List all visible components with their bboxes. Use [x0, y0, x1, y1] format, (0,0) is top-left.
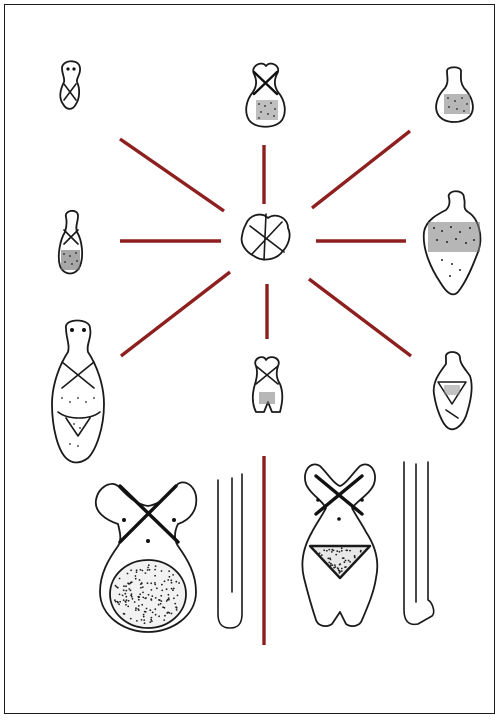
figurine-wide-dotted-icon	[424, 191, 481, 294]
ray-lower-left	[121, 272, 230, 356]
figurine-torso-dotted-icon	[436, 67, 473, 122]
figurine-tall-decorated-icon	[52, 321, 104, 463]
ray-lower-right	[309, 279, 411, 356]
figurine-crossed-chest-icon	[246, 64, 285, 127]
ray-upper-left	[120, 139, 224, 211]
figurine-crossed-legs-icon	[253, 357, 282, 412]
figurine-drawing-front-icon	[96, 482, 197, 632]
figurine-drawing-profile-icon	[218, 474, 242, 628]
figurine-triangle-pubic-icon	[434, 352, 472, 429]
figurine-head-sketch-icon	[60, 61, 80, 109]
ray-upper-right	[312, 131, 410, 208]
figurine-small-dotted-icon	[59, 211, 82, 274]
figurine-drawing-profile-foot-icon	[404, 462, 434, 624]
figurine-drawing-front-triangle-icon	[302, 464, 377, 626]
figurine-cross-fragment-icon	[242, 214, 290, 260]
